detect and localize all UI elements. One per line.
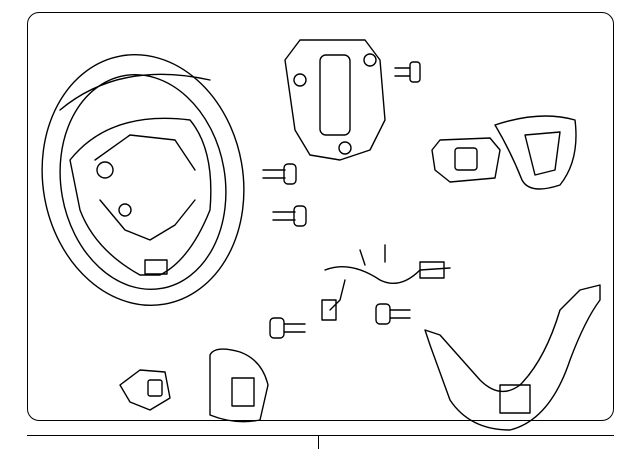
callout-leader [318,435,319,449]
lower-cover-icon[interactable] [424,284,601,431]
wiring-harness-icon[interactable] [321,244,451,321]
switch-right-icon[interactable] [431,137,501,183]
wheel-trim-bezel-icon[interactable] [284,39,386,161]
bolt-icon[interactable] [262,61,421,339]
callout-baseline [27,435,614,436]
switch-left-icon[interactable] [119,369,171,411]
switch-cover-right-icon[interactable] [494,115,577,190]
switch-cover-left-icon[interactable] [209,348,269,423]
steering-wheel-icon[interactable] [23,39,264,322]
diagram-frame [27,12,614,421]
